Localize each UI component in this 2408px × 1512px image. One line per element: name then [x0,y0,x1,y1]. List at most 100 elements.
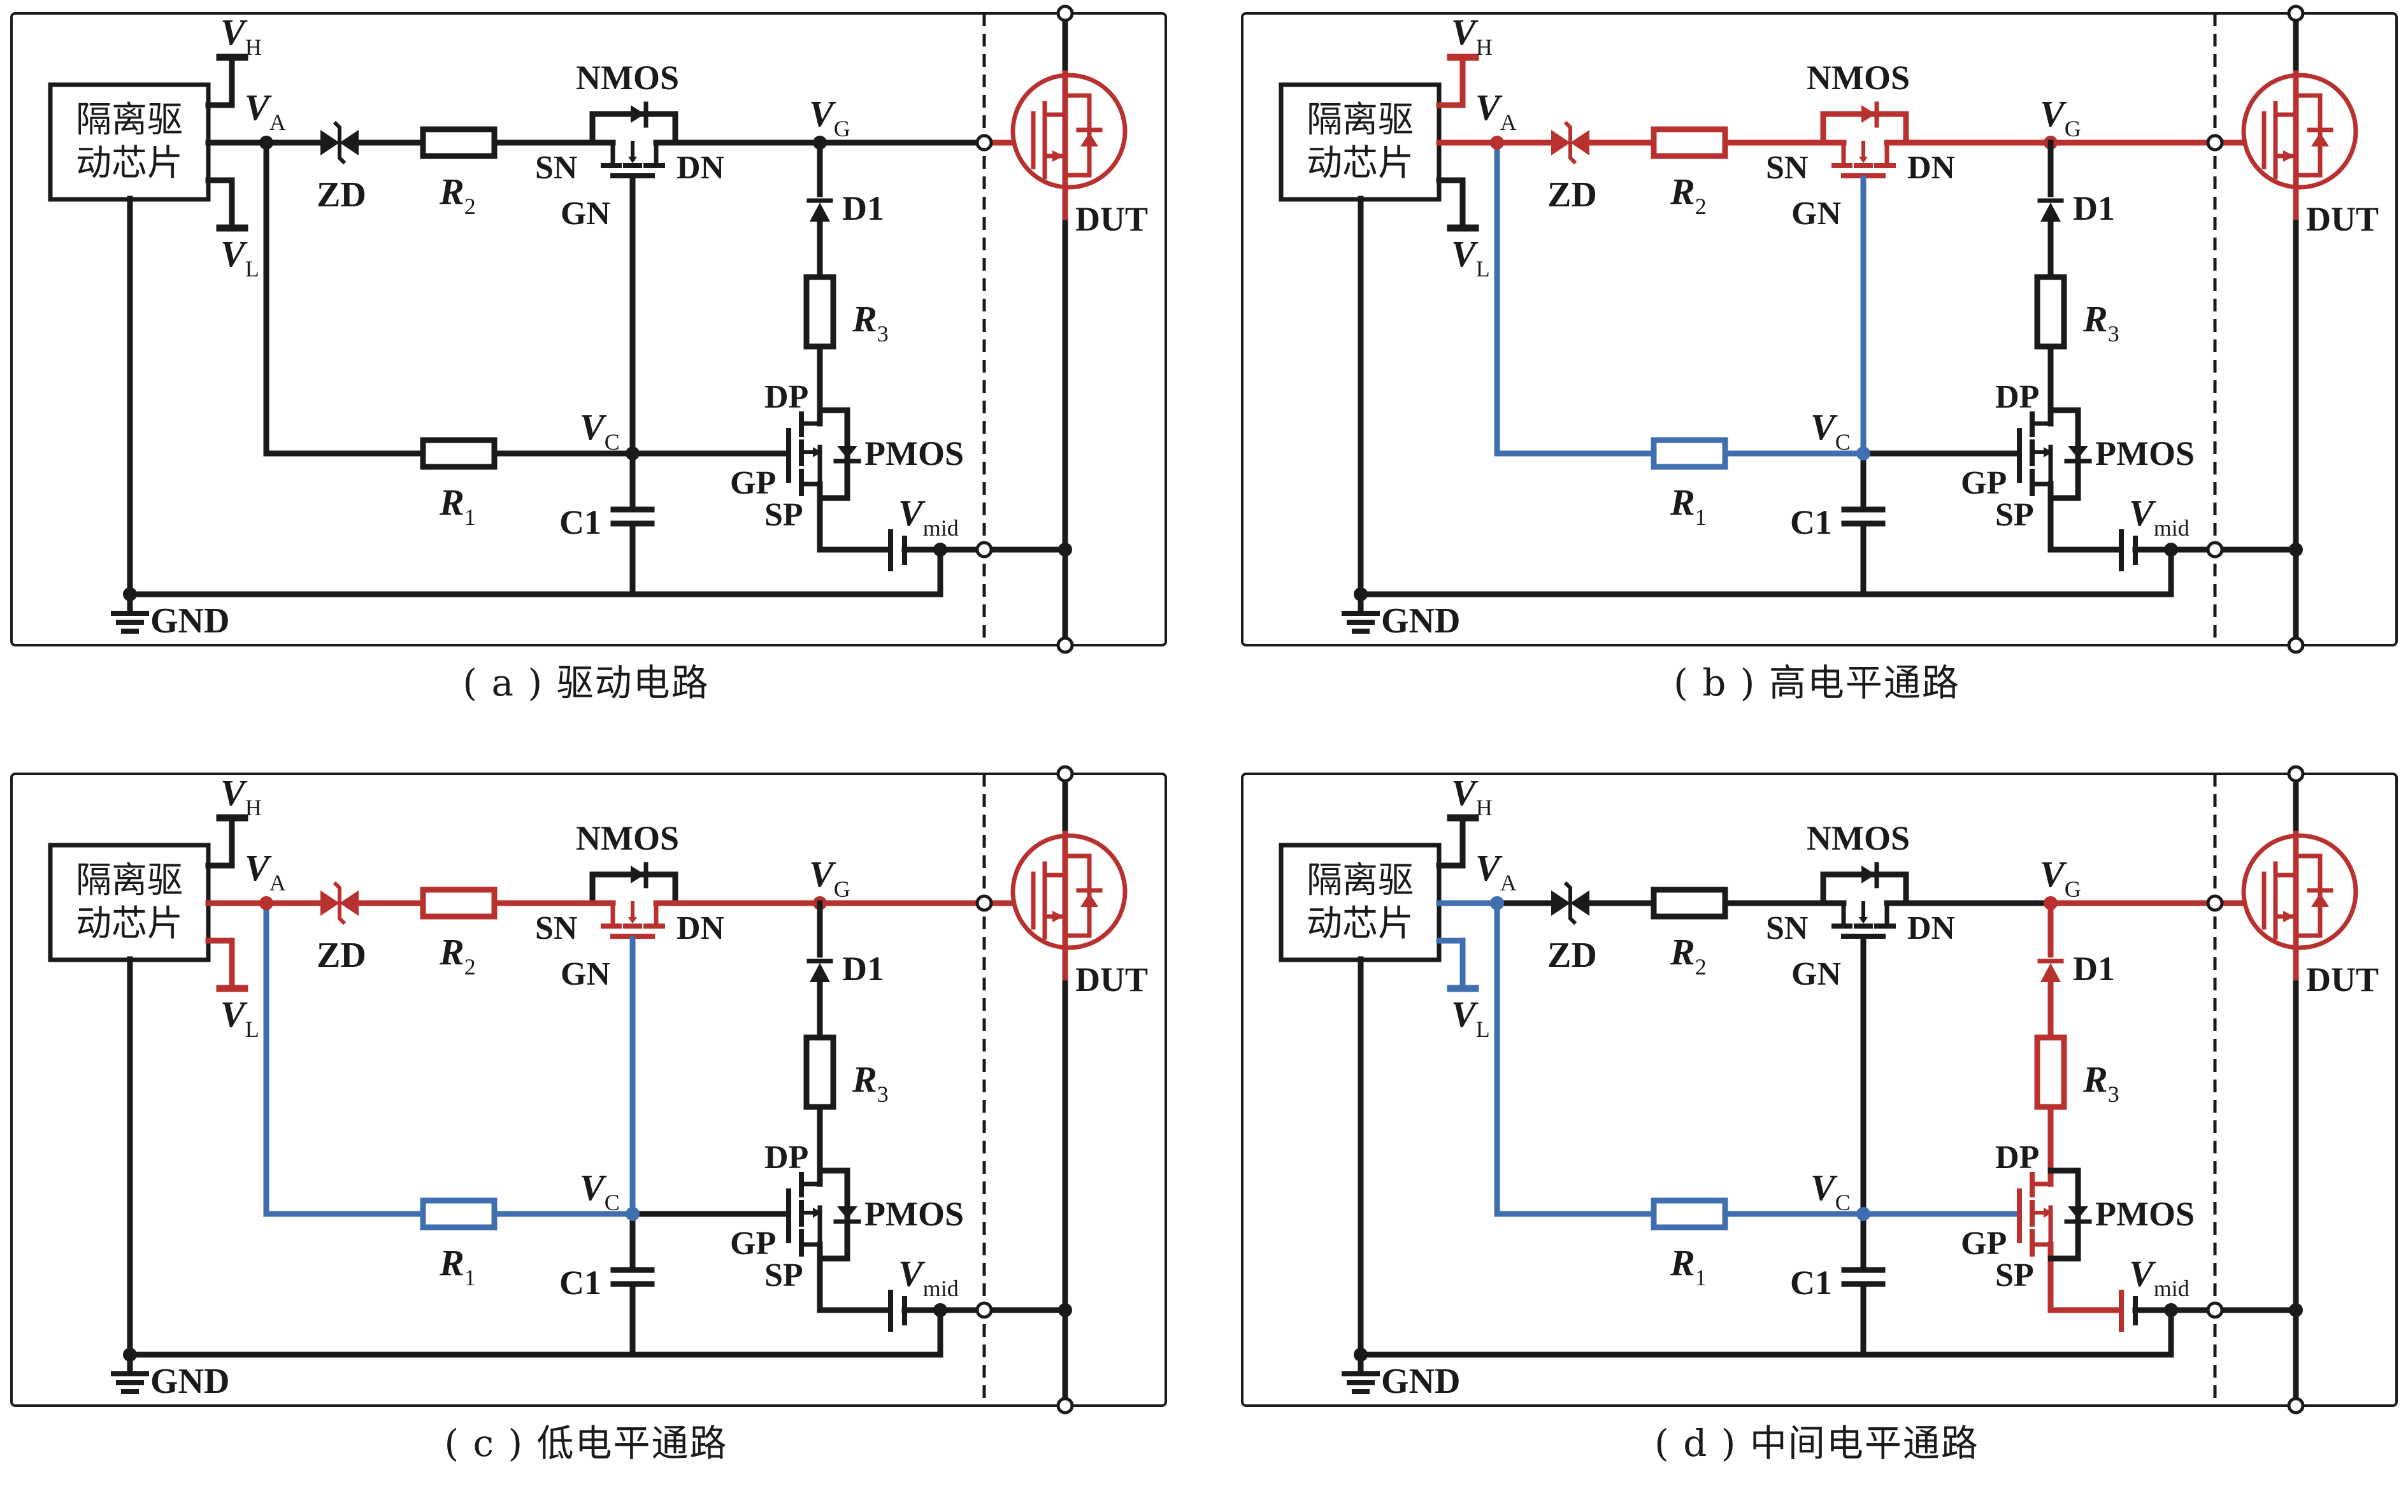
gp-label: GP [730,1225,776,1262]
pmos-arrow [813,1208,822,1218]
r1-label: R1 [1670,481,1707,530]
driver-chip-box [48,843,211,962]
dut-mosfet-circle [1010,833,1128,950]
caption-b: ( b ) 高电平通路 [1673,661,1960,704]
terminal-gate [2206,894,2224,912]
driver-chip-label-line1: 隔离驱 [76,99,183,141]
vg-label: VG [809,853,850,902]
gn-label: GN [1791,956,1841,992]
node-vc [1856,446,1870,460]
diode-d1-triangle [810,963,830,982]
panel-frame [10,773,1167,1407]
dut-label: DUT [1075,200,1148,238]
va-label: VA [1475,847,1517,895]
zener-diode-left-triangle [1551,890,1570,916]
gp-label: GP [730,465,776,501]
r1-label: R1 [1670,1242,1707,1290]
driver-chip-label-line2: 动芯片 [76,903,183,945]
node-vc [1856,1207,1870,1221]
gnd-label: GND [150,601,229,641]
terminal-drain [1056,4,1074,22]
resistor-r2 [1651,887,1728,920]
d1-label: D1 [842,189,884,227]
dut-body-diode-triangle [1080,132,1098,146]
gp-label: GP [1961,1225,2007,1262]
terminal-gate [975,134,993,152]
r3-label: R3 [852,1059,889,1107]
d1-label: D1 [2073,950,2115,988]
zener-diode-bar [1563,881,1577,925]
dp-label: DP [1995,379,2039,415]
terminal-bottom [1056,636,1074,654]
c1-label: C1 [559,503,601,541]
resistor-r1 [1651,437,1728,470]
dut-arrow [1052,150,1064,162]
dut-body-diode-triangle [2311,893,2329,907]
vmid-label: Vmid [2129,492,2189,541]
resistor-r2 [420,126,498,159]
dut-label: DUT [2306,200,2379,238]
driver-chip-label-line1: 隔离驱 [1307,860,1414,901]
vmid-label: Vmid [2129,1253,2189,1301]
r3-label: R3 [852,298,889,346]
c1-label: C1 [1790,503,1832,541]
d1-label: D1 [2073,189,2115,227]
nmos-arrow [1859,917,1868,924]
gnd-label: GND [1381,1362,1460,1401]
nmos-label: NMOS [576,59,679,97]
dut-mosfet-circle [2241,73,2358,190]
vh-label: VH [1451,772,1493,820]
va-label: VA [245,87,286,135]
vc-label: VC [1810,1167,1851,1215]
pmos-body-diode-triangle [2068,1206,2088,1219]
dp-label: DP [1995,1139,2039,1176]
pmos-arrow [2044,1208,2053,1218]
caption-d: ( d ) 中间电平通路 [1654,1422,1979,1465]
pmos-drain-lead [2030,1168,2053,1187]
pmos-body-diode-triangle [837,446,857,459]
dn-label: DN [677,910,724,946]
resistor-r3 [803,274,836,350]
r2-label: R2 [1670,171,1707,219]
vh-supply-wire [1436,815,1466,869]
gnd-label: GND [150,1362,229,1401]
vl-supply-wire [205,177,235,231]
zener-diode-left-triangle [320,130,340,155]
resistor-r3 [2034,274,2067,350]
dut-body-diode-triangle [2311,132,2329,146]
gn-label: GN [561,196,610,232]
gnd-label: GND [1381,601,1460,641]
gn-label: GN [561,956,610,992]
vg-label: VG [2040,853,2081,902]
r1-label: R1 [439,1242,476,1290]
dp-label: DP [764,379,808,415]
node-vmid [2164,543,2178,557]
caption-c: ( c ) 低电平通路 [444,1422,728,1465]
resistor-r2 [420,887,498,920]
node-gnd [123,587,137,601]
resistor-r3 [803,1034,836,1110]
node-vc [626,446,640,460]
dut-body-diode-triangle [1080,893,1098,907]
zd-label: ZD [317,936,366,975]
zener-diode-bar [333,881,347,925]
sn-label: SN [535,150,577,186]
resistor-r1 [1651,1197,1728,1230]
pmos-label: PMOS [2095,434,2195,473]
sp-label: SP [1995,497,2034,533]
dut-label: DUT [2306,960,2379,999]
node-va [259,896,273,910]
terminal-drain [2287,4,2305,22]
zener-diode-left-triangle [1551,130,1570,155]
diode-d1-triangle [2040,963,2061,982]
node-vmid [933,1303,947,1317]
dn-label: DN [677,150,724,186]
c1-label: C1 [559,1264,601,1302]
nmos-arrow [1859,157,1868,163]
